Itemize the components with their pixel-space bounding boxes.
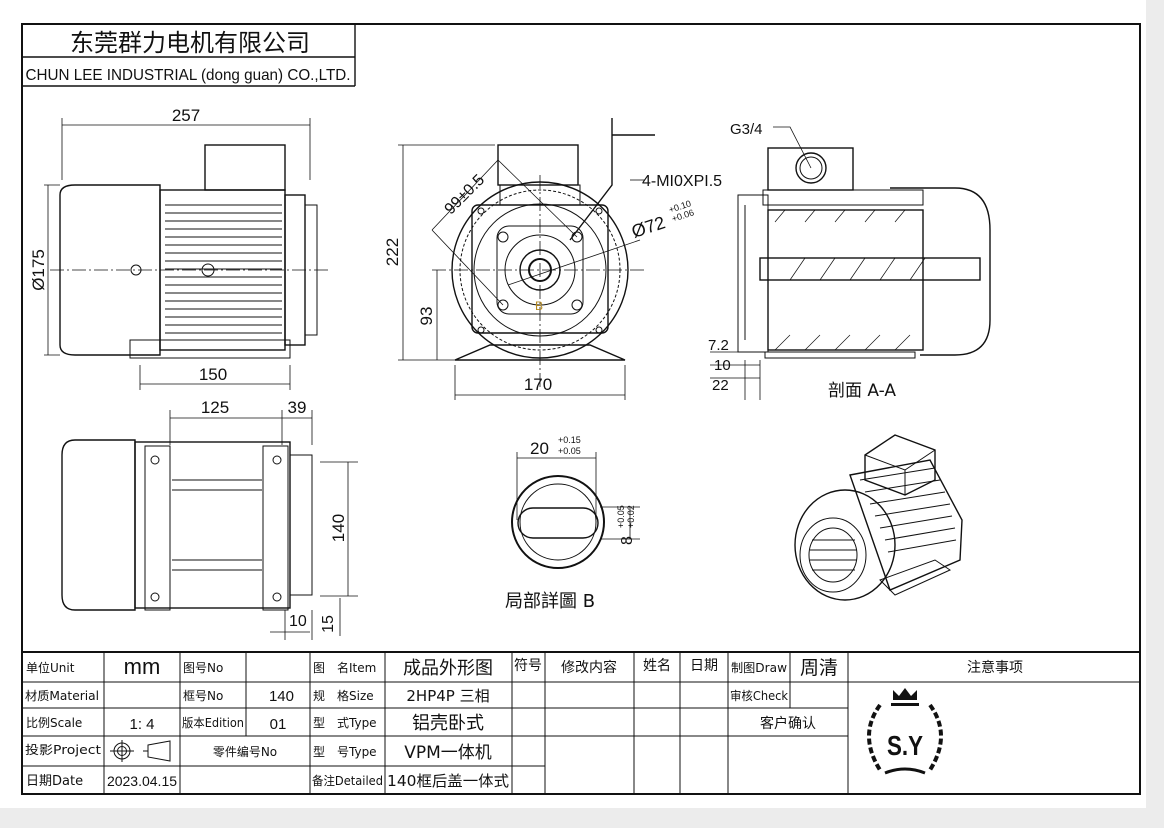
drawing-no-label: 图号No (183, 661, 223, 675)
isometric-view (794, 434, 963, 601)
dim-bottom-width: 140 (329, 514, 348, 542)
svg-text:S.Y: S.Y (887, 730, 923, 761)
section-label: 剖面 A-A (828, 381, 896, 401)
scale-label: 比例Scale (26, 716, 82, 730)
bottom-view: 125 39 140 10 15 (61, 398, 358, 640)
size-value: 2HP4P 三相 (406, 687, 489, 705)
scale-value: 1: 4 (129, 716, 154, 733)
item-label: 图 名Item (313, 660, 376, 675)
type-label: 型 式Type (313, 716, 377, 730)
frame-value: 140 (269, 688, 294, 705)
customer-confirm-label: 客户确认 (760, 715, 816, 732)
detail-label: 局部詳圖 B (505, 591, 595, 612)
size-label: 规 格Size (313, 688, 374, 703)
remark-label: 备注Detailed (312, 773, 383, 788)
company-header: 东莞群力电机有限公司 CHUN LEE INDUSTRIAL (dong gua… (22, 24, 356, 87)
dim-detail-width: 20 (530, 439, 549, 458)
remark-value: 140框后盖一体式 (387, 772, 509, 790)
projection-label: 投影Project (25, 742, 101, 757)
dim-front-width: 170 (524, 375, 552, 394)
dim-front-center-height: 93 (417, 307, 436, 326)
dim-detail-height-tol-lower: +0.02 (626, 505, 636, 528)
item-value: 成品外形图 (403, 658, 493, 679)
company-name-cn: 东莞群力电机有限公司 (70, 29, 310, 57)
company-name-en: CHUN LEE INDUSTRIAL (dong guan) CO.,LTD. (26, 67, 351, 84)
edition-value: 01 (270, 716, 287, 733)
marker-b: B (535, 299, 543, 313)
dim-bottom-len1: 125 (201, 398, 229, 417)
material-label: 材质Material (25, 689, 99, 703)
dim-bottom-d15: 15 (320, 615, 337, 633)
dim-section-g: G3/4 (730, 121, 763, 138)
dim-detail-width-tol-lower: +0.05 (558, 446, 581, 456)
frame-label: 框号No (183, 689, 223, 703)
section-view-a-a: G3/4 7.2 10 22 剖面 A-A (708, 121, 991, 401)
dim-detail-width-tol-upper: +0.15 (558, 435, 581, 445)
unit-label: 单位Unit (26, 660, 75, 675)
dim-front-bolt: 4-MI0XPI.5 (642, 173, 722, 190)
notes-label: 注意事项 (967, 659, 1023, 676)
detail-view-b: 20 +0.15 +0.05 8 +0.05 +0.02 局部詳圖 B (505, 435, 640, 612)
draw-value: 周清 (800, 657, 838, 679)
type-value: 铝壳卧式 (412, 713, 484, 734)
rev-header-date: 日期 (690, 658, 718, 674)
unit-value: mm (124, 654, 161, 679)
rev-header-name: 姓名 (643, 658, 671, 674)
edition-label: 版本Edition (182, 716, 244, 730)
date-value: 2023.04.15 (107, 773, 177, 789)
dim-detail-height: 8 (619, 536, 636, 545)
rev-header-symbol: 符号 (514, 658, 542, 674)
model-label: 型 号Type (313, 745, 377, 759)
title-block: 单位Unit mm 图号No 图 名Item 成品外形图 材质Material … (22, 651, 1140, 794)
dim-side-foot: 150 (199, 365, 227, 384)
draw-label: 制图Draw (731, 661, 787, 675)
sy-logo: S.Y (867, 688, 943, 775)
rev-header-content: 修改内容 (561, 659, 617, 676)
dim-section-d1: 7.2 (708, 337, 729, 354)
model-value: VPM一体机 (404, 743, 492, 763)
check-label: 审核Check (730, 688, 788, 703)
dim-front-height: 222 (383, 238, 402, 266)
dim-section-d2: 10 (714, 357, 731, 374)
dim-bottom-d10: 10 (289, 613, 307, 630)
part-no-label: 零件编号No (213, 744, 277, 759)
side-view: 257 Ø175 150 (29, 106, 330, 390)
dim-bottom-len2: 39 (288, 398, 307, 417)
date-label: 日期Date (26, 774, 83, 789)
dim-side-length: 257 (172, 106, 200, 125)
projection-symbol-icon (110, 740, 171, 762)
dim-section-d3: 22 (712, 377, 729, 394)
sheet-border (21, 23, 1141, 795)
dim-detail-height-tol-upper: +0.05 (616, 505, 626, 528)
dim-side-diameter: Ø175 (29, 249, 48, 291)
